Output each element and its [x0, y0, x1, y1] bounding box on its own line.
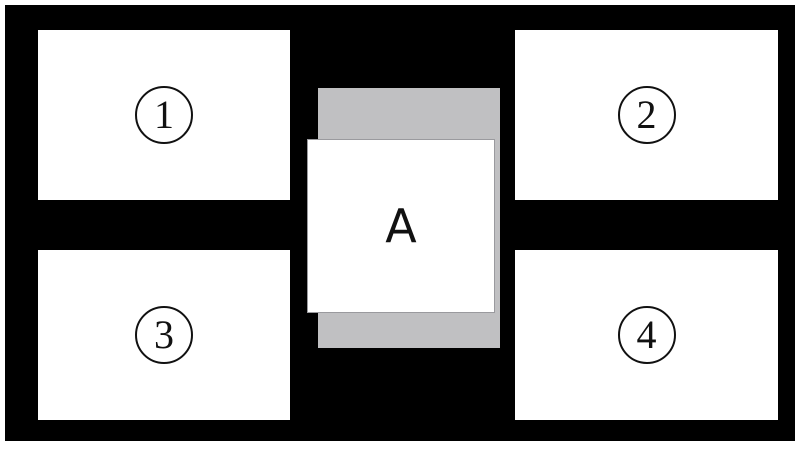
panel-1-number-badge: 1: [135, 86, 193, 144]
panel-1[interactable]: 1: [38, 30, 290, 200]
panel-4[interactable]: 4: [515, 250, 778, 420]
panel-3[interactable]: 3: [38, 250, 290, 420]
panel-3-number-badge: 3: [135, 306, 193, 364]
panel-4-number-badge: 4: [617, 306, 676, 364]
stage-background: 1 2 3 4 A: [5, 5, 795, 441]
panel-2-number-badge: 2: [617, 86, 676, 144]
panel-2[interactable]: 2: [515, 30, 778, 200]
center-card-label: A: [385, 199, 417, 253]
center-card[interactable]: A: [307, 139, 495, 313]
center-panel-group: A: [5, 5, 795, 441]
